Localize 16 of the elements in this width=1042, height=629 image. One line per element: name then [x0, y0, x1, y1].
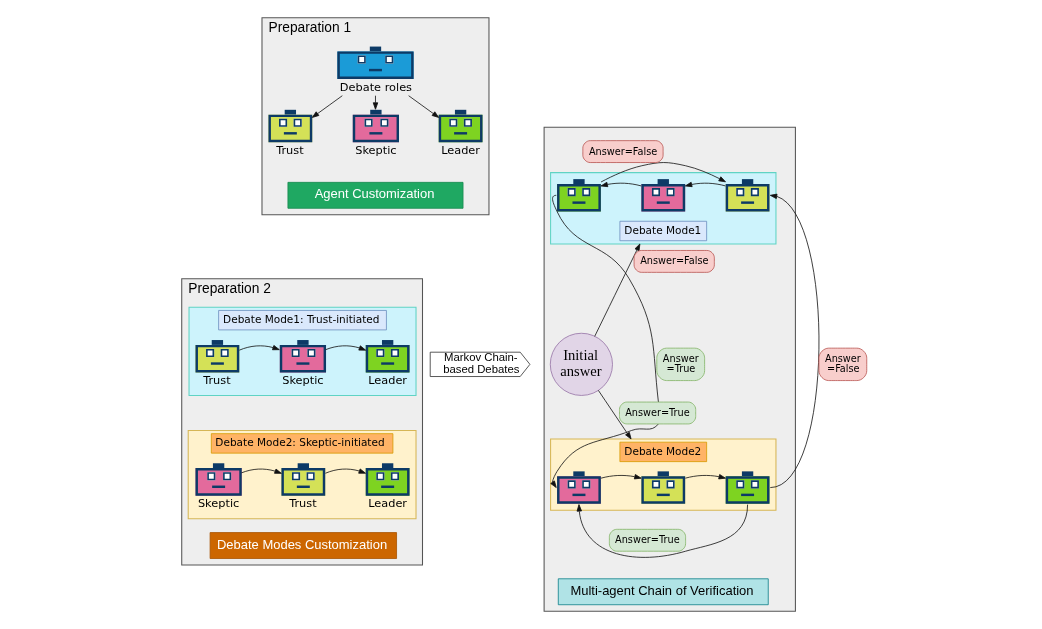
node-label: Skeptic — [282, 372, 324, 387]
node-label: Leader — [441, 142, 480, 157]
edge-label: Answer=True — [615, 534, 680, 546]
node-label: Trust — [276, 142, 304, 157]
node-label: Skeptic — [197, 496, 240, 511]
node-label: Trust — [289, 496, 317, 511]
edge-label: Answer=True — [625, 406, 690, 418]
node-label: Leader — [368, 372, 408, 387]
edge-label: Answer =True — [662, 352, 699, 375]
edge-label: Answer=False — [640, 255, 709, 267]
edge-label: Answer =False — [825, 352, 861, 375]
node-label: Skeptic — [355, 142, 397, 157]
node-label: Trust — [203, 372, 231, 387]
edge-label: Answer=False — [588, 145, 658, 157]
node-label: Leader — [368, 496, 408, 511]
node-label: Debate roles — [339, 79, 413, 94]
